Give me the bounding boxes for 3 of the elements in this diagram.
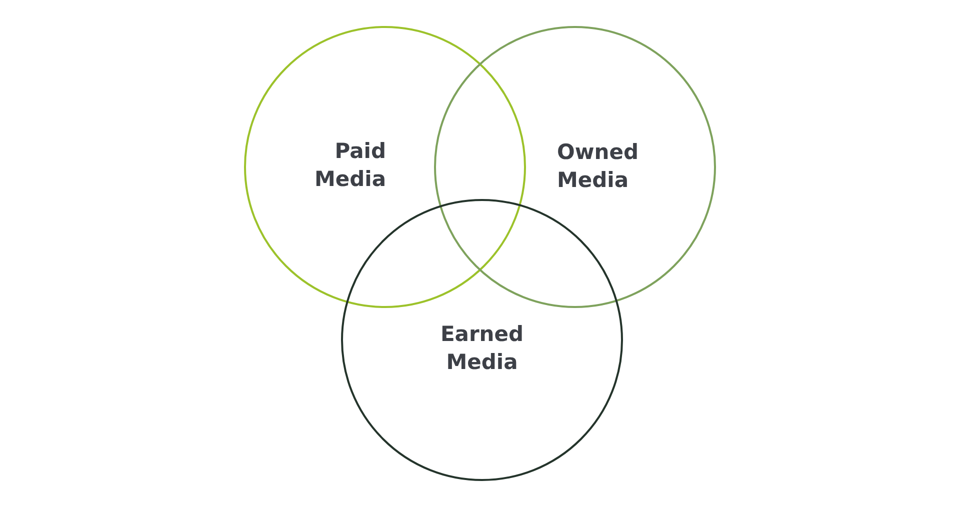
circle-label: Owned Media	[557, 139, 640, 194]
circle-label: Paid Media	[313, 138, 386, 193]
circle-label: Earned Media	[439, 321, 525, 376]
